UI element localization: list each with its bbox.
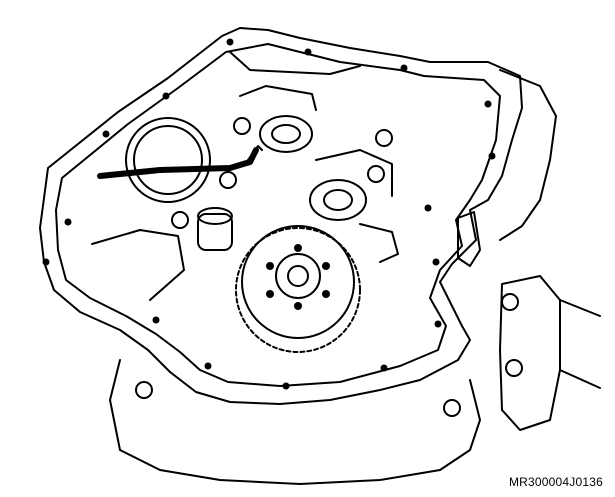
gasket-inner-line: [55, 43, 501, 387]
gear-hole: [322, 290, 330, 298]
oil-tube-end: [247, 145, 263, 161]
bolt-hole: [152, 316, 160, 324]
bolt-hole: [282, 382, 290, 390]
bolt-hole: [380, 364, 388, 372]
bolt-head: [501, 293, 519, 311]
large-bore: [125, 117, 211, 203]
bolt-hole: [42, 258, 50, 266]
rib-5: [239, 85, 317, 111]
gear-body: [241, 225, 355, 339]
bolt-head: [171, 211, 189, 229]
gear-hole: [266, 290, 274, 298]
bolt-head: [219, 171, 237, 189]
tensioner-top: [197, 207, 233, 225]
figure-id-label: MR300004J0136: [508, 475, 603, 489]
bolt-hole: [204, 362, 212, 370]
bolt-hole: [64, 218, 72, 226]
tensioner-post: [197, 213, 233, 251]
large-bore-inner: [133, 125, 203, 195]
gear-hole: [294, 244, 302, 252]
cover-outline: [39, 27, 523, 405]
bolt-hole: [102, 130, 110, 138]
bolt-hole: [162, 92, 170, 100]
rib-1: [229, 51, 361, 75]
bolt-head: [505, 359, 523, 377]
gear-hole: [322, 262, 330, 270]
bolt-hole: [484, 100, 492, 108]
middle-seal: [309, 179, 367, 221]
bolt-hole: [400, 64, 408, 72]
bolt-hole: [424, 204, 432, 212]
side-housing: [499, 69, 557, 241]
gear-hub: [275, 253, 321, 299]
gear-outer: [235, 227, 361, 353]
dowel-pin: [457, 211, 481, 267]
bolt-hole: [304, 48, 312, 56]
gear-hole: [266, 262, 274, 270]
bolt-head: [367, 165, 385, 183]
bolt-hole: [226, 38, 234, 46]
bolt-head: [375, 129, 393, 147]
bolt-head: [135, 381, 153, 399]
bolt-hole: [488, 152, 496, 160]
lower-housing: [109, 359, 481, 485]
oil-tube: [97, 147, 259, 179]
gear-bore: [287, 265, 309, 287]
upper-seal: [259, 115, 313, 153]
rib-2: [315, 149, 393, 197]
bolt-head: [443, 399, 461, 417]
right-bracket: [499, 275, 561, 431]
bolt-hole: [434, 320, 442, 328]
bolt-head: [233, 117, 251, 135]
right-bracket-flange: [559, 299, 601, 389]
middle-seal-inner: [323, 189, 353, 211]
bolt-hole: [432, 258, 440, 266]
upper-seal-inner: [271, 124, 301, 144]
rib-4: [91, 229, 185, 301]
gear-hole: [294, 302, 302, 310]
rib-3: [359, 223, 399, 263]
